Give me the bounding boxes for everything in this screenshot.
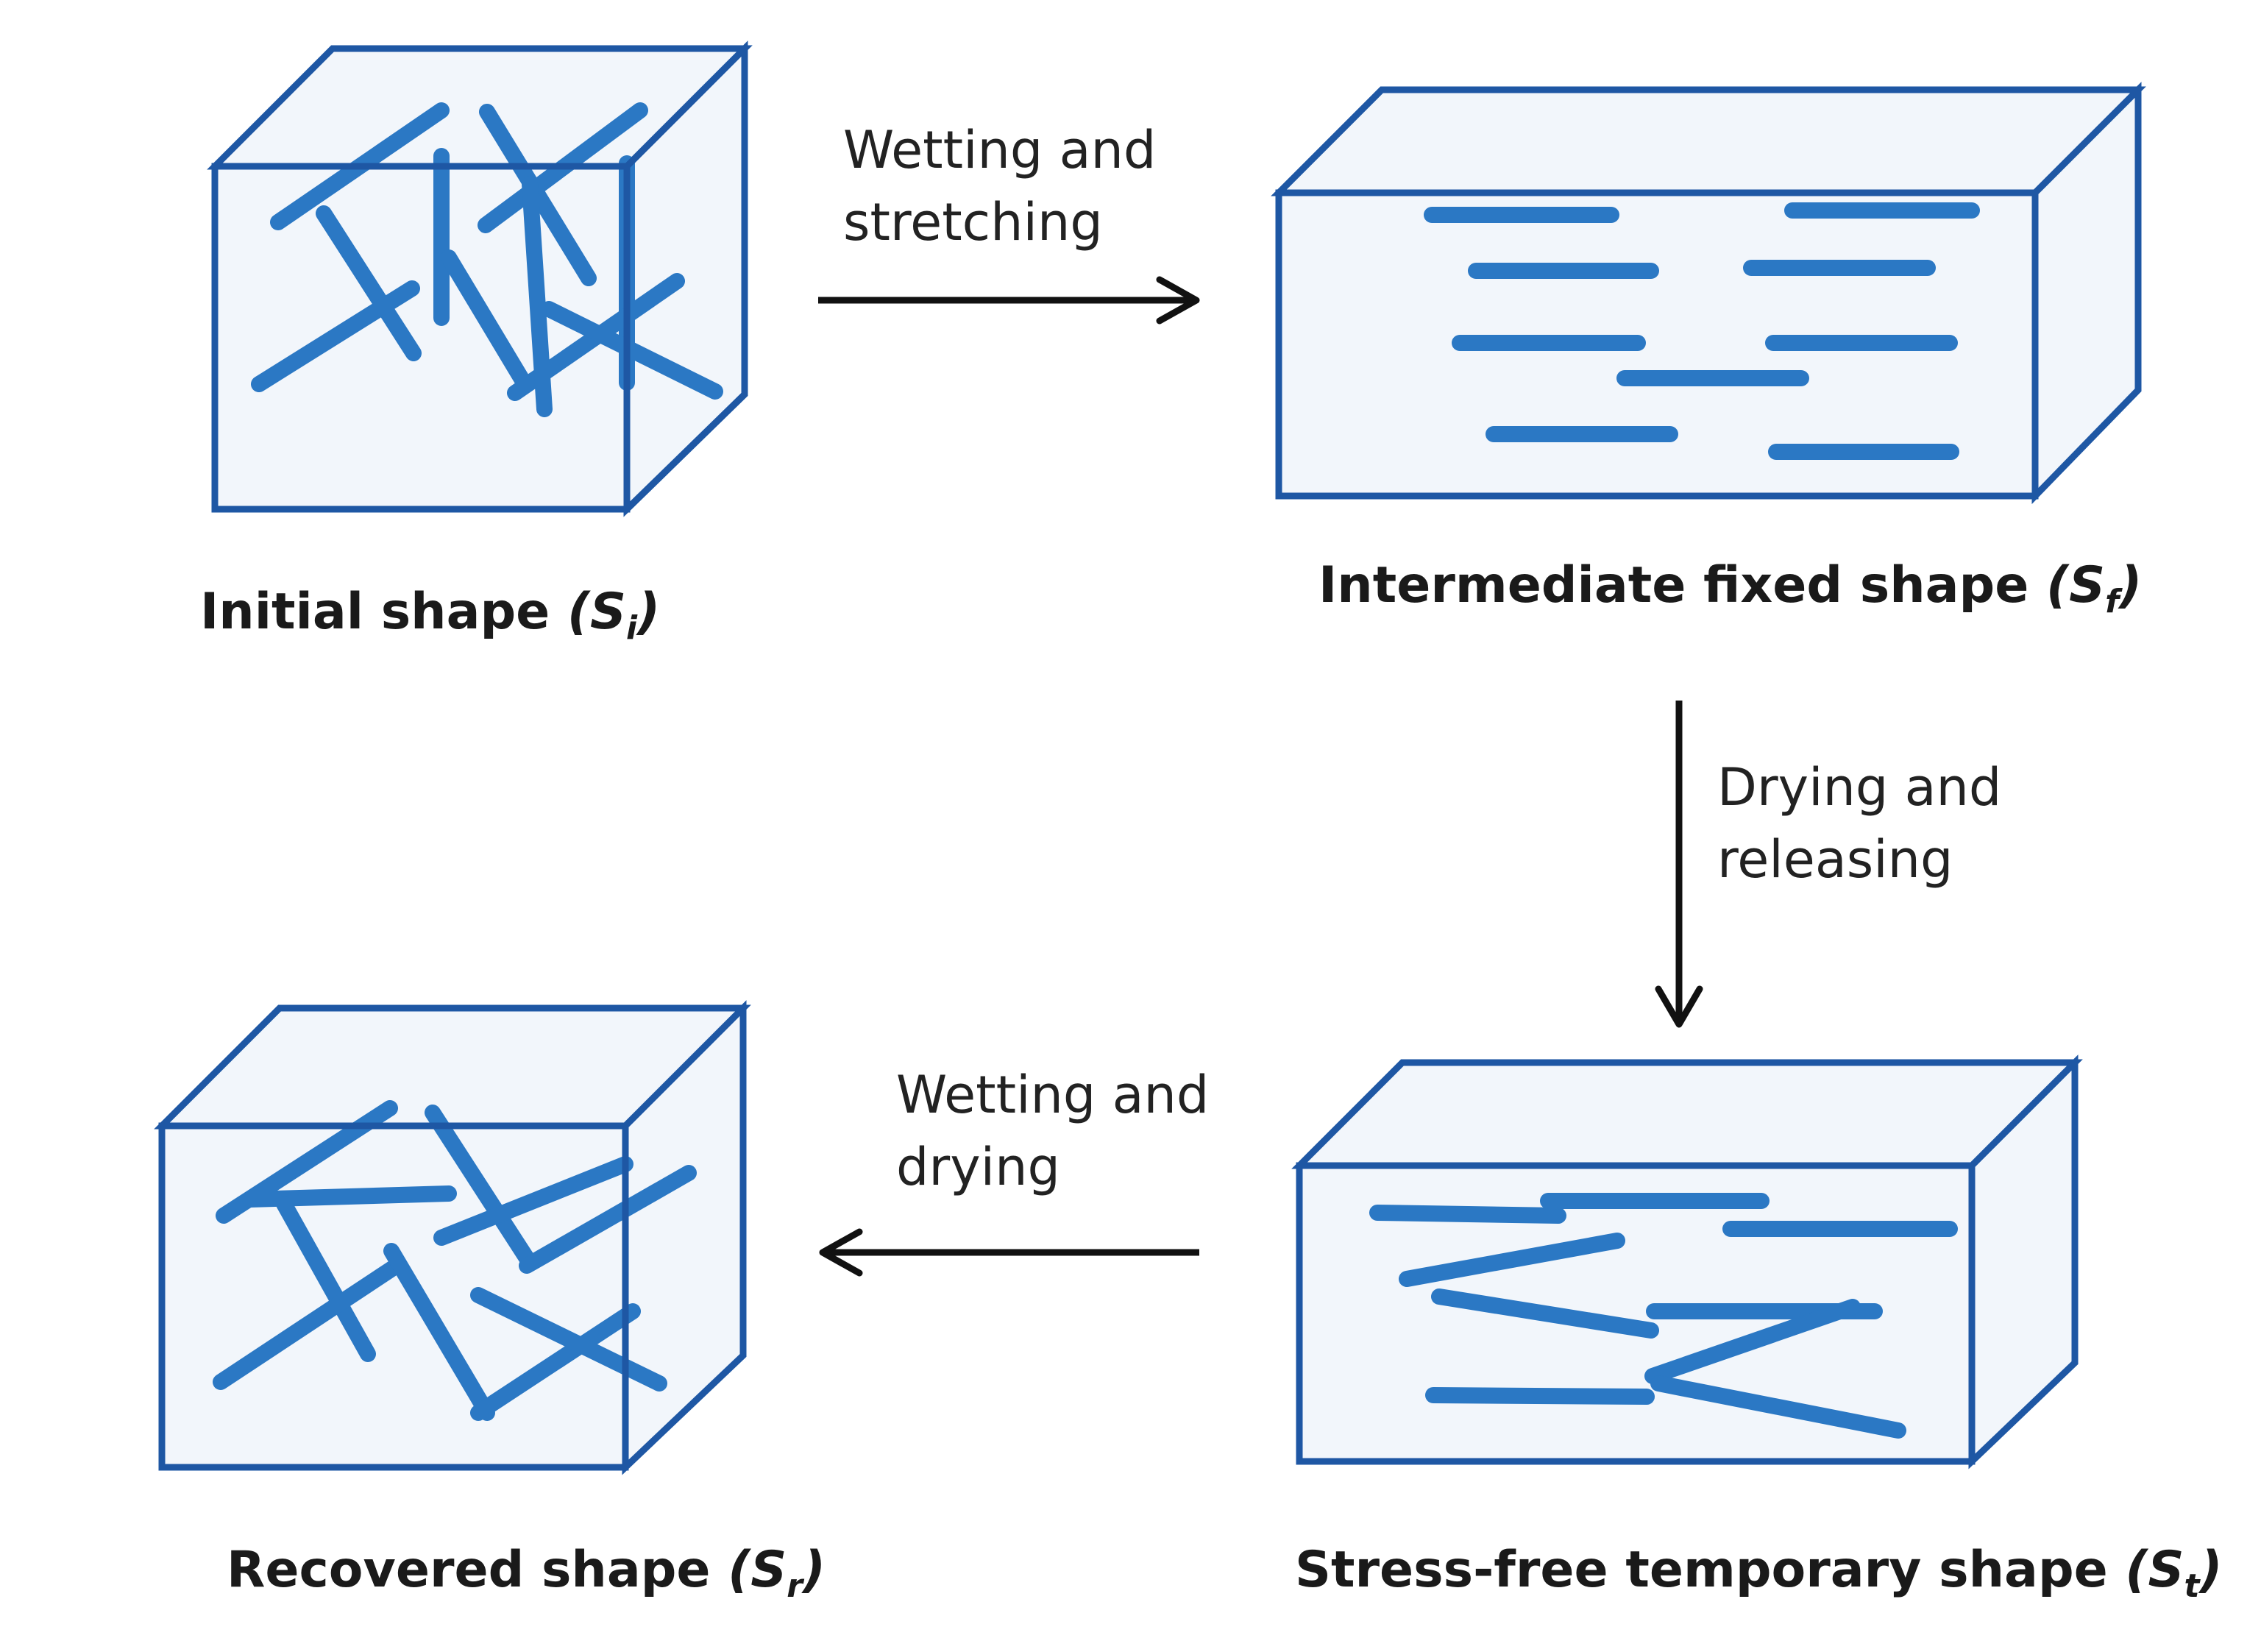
fiber [425, 1105, 535, 1266]
aligned-fiber-set [1424, 202, 1980, 460]
shape-subscript: i [626, 609, 638, 647]
fiber [541, 301, 723, 400]
step-label-wet-dry-line1: Wetting and [896, 1065, 1209, 1125]
step-label-wet-stretch-line1: Wetting and [843, 120, 1156, 180]
fiber [1644, 1299, 1861, 1384]
shape-name: Initial shape [200, 583, 550, 641]
initial-shape-label: Initial shape (Si) [200, 583, 660, 647]
step-label-dry-release-line2: releasing [1717, 829, 1953, 890]
recovered-shape-box [154, 1000, 751, 1475]
shape-name: Stress-free temporary shape [1295, 1541, 2108, 1599]
fiber [213, 1256, 407, 1390]
recovered-shape-label: Recovered shape (Sr) [227, 1541, 826, 1605]
step-label-wet-stretch-line2: stretching [843, 192, 1103, 252]
temporary-box-top-face [1291, 1059, 2083, 1169]
initial-box-edge [624, 46, 748, 169]
initial-box-edge [624, 49, 748, 512]
recovered-box-front-face [158, 1122, 629, 1471]
shape-symbol: S [750, 1541, 787, 1599]
arrow-right-icon [1156, 276, 1200, 325]
paren-open: ( [567, 583, 591, 641]
fiber [470, 1303, 641, 1421]
shape-subscript: r [787, 1567, 804, 1605]
shape-symbol: S [2148, 1541, 2184, 1599]
fiber [383, 1243, 495, 1421]
fiber [441, 249, 532, 391]
fiber [1431, 1288, 1659, 1339]
shape-name: Intermediate fixed shape [1318, 556, 2028, 614]
fiber [1425, 1387, 1655, 1405]
fiber [522, 176, 553, 417]
fiber [316, 205, 422, 361]
paren-close: ) [636, 583, 660, 641]
fiber [1399, 1233, 1625, 1287]
step-label-wet-dry-line2: drying [896, 1137, 1060, 1197]
intermediate-box-top-face [1271, 86, 2146, 196]
shape-name: Recovered shape [227, 1541, 711, 1599]
temporary-shape-label: Stress-free temporary shape (St) [1295, 1541, 2223, 1605]
paren-open: ( [728, 1541, 751, 1599]
shape-symbol: S [590, 583, 626, 641]
fiber [251, 280, 420, 392]
initial-shape-box [207, 40, 753, 517]
paren-close: ) [801, 1541, 826, 1599]
temporary-shape-box [1291, 1054, 2083, 1470]
step-label-dry-release-line1: Drying and [1717, 757, 2001, 818]
shape-subscript: t [2184, 1567, 2201, 1605]
fiber [433, 1156, 633, 1246]
arrow-down-icon [1655, 985, 1703, 1028]
recovered-box-outline [158, 1122, 629, 1471]
paren-open: ( [2046, 556, 2070, 614]
shape-symbol: S [2069, 556, 2105, 614]
recovered-fiber-network [213, 1100, 697, 1421]
arrow-wet-stretch [818, 276, 1200, 325]
fiber [470, 1287, 667, 1392]
fiber [276, 1196, 376, 1362]
fiber [519, 1165, 697, 1274]
initial-box-outline [211, 163, 631, 513]
fiber [1369, 1205, 1566, 1224]
fiber [1650, 1375, 1906, 1439]
intermediate-box-outline [1275, 189, 2039, 500]
temporary-box-outline [1296, 1162, 1976, 1465]
intermediate-shape-label: Intermediate fixed shape (Sf) [1318, 556, 2142, 620]
partially-aligned-fiber-set [1369, 1193, 1958, 1439]
paren-close: ) [2118, 556, 2142, 614]
paren-open: ( [2125, 1541, 2148, 1599]
arrow-left-icon [819, 1228, 863, 1277]
arrow-dry-release [1655, 701, 1703, 1028]
paren-close: ) [2198, 1541, 2223, 1599]
intermediate-shape-box [1271, 82, 2146, 505]
arrow-wet-dry [819, 1228, 1199, 1277]
